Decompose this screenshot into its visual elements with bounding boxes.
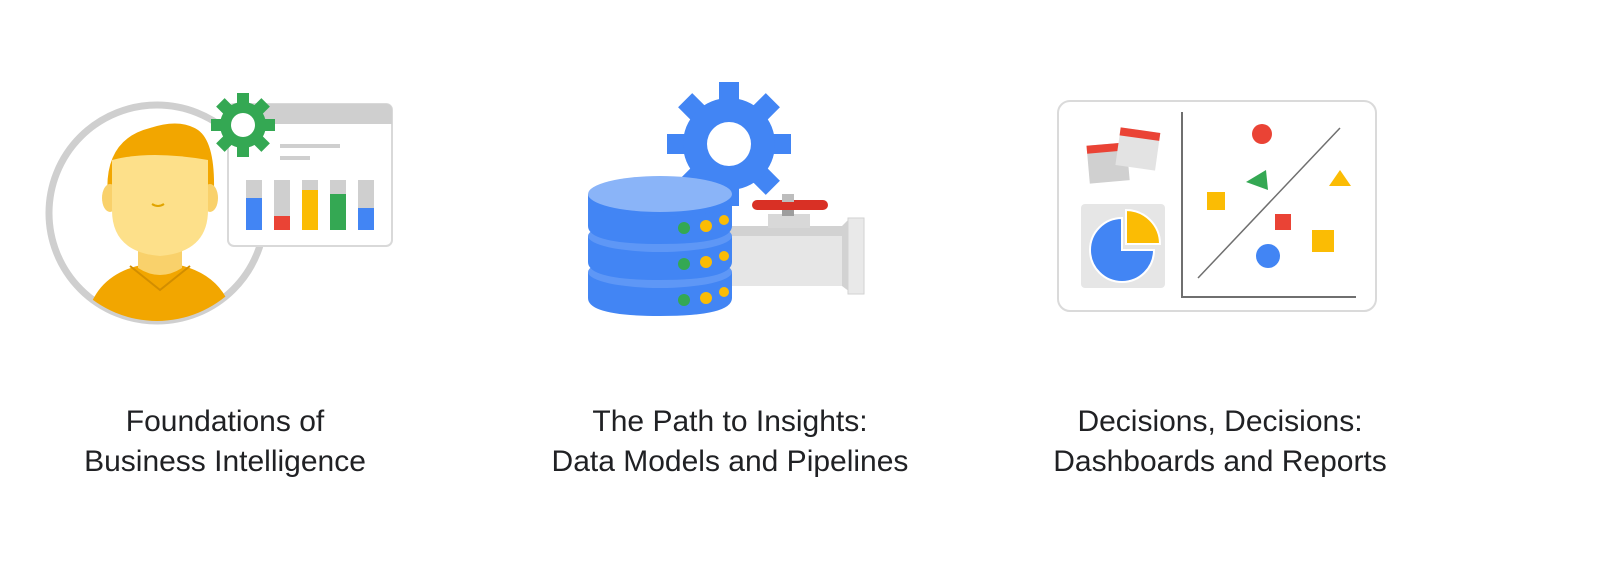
pie-chart-icon <box>1081 204 1165 288</box>
course-card-foundations: Foundations of Business Intelligence <box>30 0 420 573</box>
pipe-valve-icon <box>724 194 865 295</box>
cards-icon <box>1086 127 1161 184</box>
scatter-plot-icon <box>1181 112 1356 298</box>
course-title-path-to-insights: The Path to Insights: Data Models and Pi… <box>520 402 940 482</box>
course-title-line-2: Data Models and Pipelines <box>551 445 909 478</box>
course-title-line-1: The Path to Insights: <box>592 405 868 438</box>
course-card-decisions: Decisions, Decisions: Dashboards and Rep… <box>1020 0 1420 573</box>
dashboard-scatter-pie-icon <box>1057 100 1377 312</box>
course-title-line-1: Decisions, Decisions: <box>1077 405 1363 438</box>
course-title-line-2: Business Intelligence <box>84 445 366 478</box>
course-title-line-2: Dashboards and Reports <box>1053 445 1387 478</box>
course-card-path-to-insights: The Path to Insights: Data Models and Pi… <box>520 0 940 573</box>
person-dashboard-gear-icon <box>45 93 393 325</box>
database-icon <box>588 176 732 316</box>
course-title-line-1: Foundations of <box>125 405 325 438</box>
course-title-decisions: Decisions, Decisions: Dashboards and Rep… <box>1020 402 1420 482</box>
database-pipeline-gear-icon <box>588 82 865 316</box>
gear-icon <box>211 93 275 157</box>
course-title-foundations: Foundations of Business Intelligence <box>30 402 420 482</box>
